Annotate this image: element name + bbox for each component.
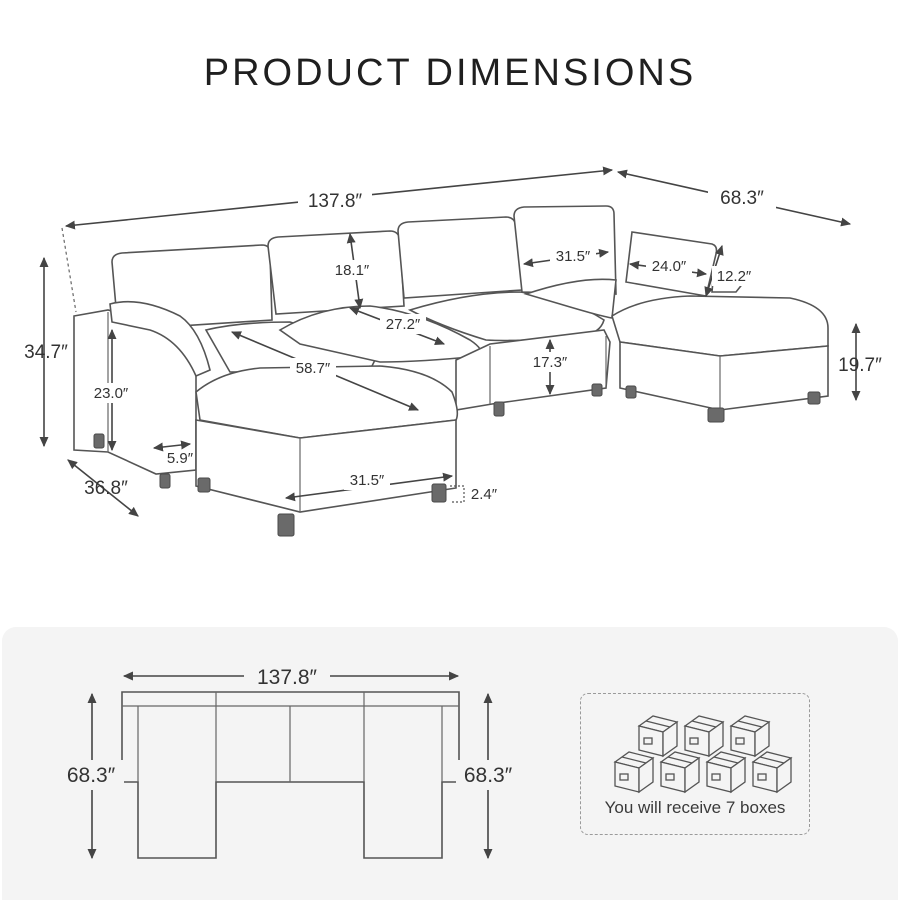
chaise-depth-label: 68.3″: [720, 188, 764, 209]
plan-outline: [121, 691, 460, 859]
ottoman-width-label: 31.5″: [350, 472, 385, 489]
seat-height-label: 17.3″: [533, 354, 568, 371]
box-icon: [683, 715, 725, 758]
pillow-width-label: 24.0″: [652, 258, 687, 275]
arm-width-label: 5.9″: [167, 450, 194, 467]
box-icon: [751, 751, 793, 794]
seat-depth-label: 27.2″: [386, 316, 421, 333]
height-label: 34.7″: [24, 342, 68, 363]
plan-length-label: 137.8″: [257, 666, 318, 689]
box-icon: [729, 715, 771, 758]
arm-pad: [109, 300, 211, 378]
page-title: PRODUCT DIMENSIONS: [203, 52, 697, 94]
overall-length-label: 137.8″: [308, 191, 363, 212]
box-icon: [659, 751, 701, 794]
sofa-dimension-illustration: 137.8″ 68.3″ 34.7″ 23.0″ 36.8″ 5.9″ 58.7…: [24, 166, 882, 537]
seat-width-label: 31.5″: [556, 248, 591, 265]
chaise-length-label: 58.7″: [296, 360, 331, 377]
right-ottoman: [611, 295, 829, 357]
cardboard-box-icon: [613, 715, 793, 794]
arm-height-label: 23.0″: [94, 385, 129, 402]
ottoman-height-label: 19.7″: [838, 355, 882, 376]
leg-height-label: 2.4″: [471, 486, 498, 503]
box-icon: [613, 751, 655, 794]
boxes-card: You will receive 7 boxes: [580, 693, 810, 835]
depth-label: 36.8″: [84, 478, 128, 499]
pillow-height-label: 12.2″: [717, 268, 752, 285]
back-height-label: 18.1″: [335, 262, 370, 279]
plan-right-depth-label: 68.3″: [464, 764, 513, 787]
boxes-caption: You will receive 7 boxes: [604, 798, 786, 817]
box-icon: [705, 751, 747, 794]
plan-left-depth-label: 68.3″: [67, 764, 116, 787]
box-icon: [637, 715, 679, 758]
